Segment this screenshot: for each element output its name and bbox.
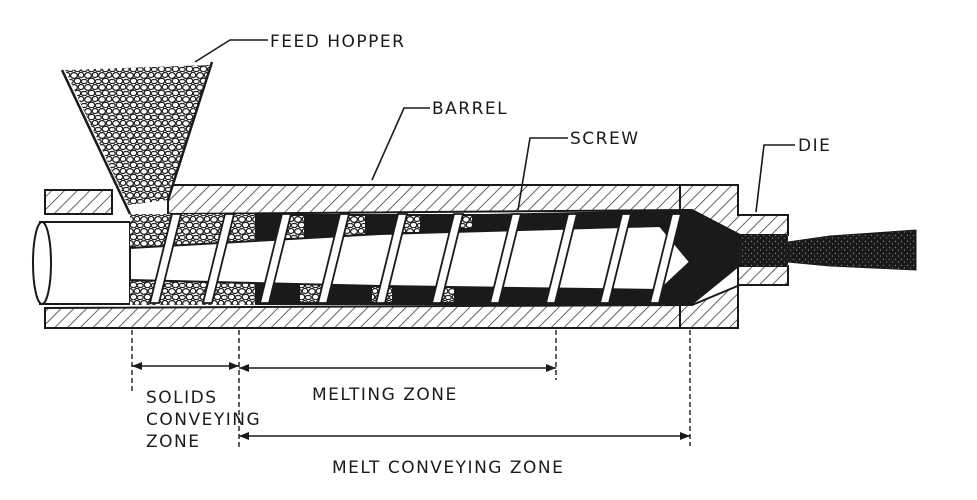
barrel — [44, 184, 789, 329]
feed-hopper — [60, 61, 214, 215]
screw-flight — [316, 213, 351, 304]
solids-zone-label-line3: ZONE — [146, 432, 201, 452]
leader-lines — [194, 39, 795, 213]
screw-flight — [544, 213, 579, 304]
die-label: DIE — [798, 136, 831, 156]
screw-label: SCREW — [570, 129, 640, 149]
screw-flight — [258, 213, 293, 304]
screw-flights — [148, 213, 683, 304]
screw-flight — [374, 213, 409, 304]
die-channel — [740, 235, 788, 266]
melting-zone-label: MELTING ZONE — [312, 385, 458, 405]
screw — [129, 213, 692, 304]
dimension-arrowheads — [132, 362, 690, 440]
solids-zone-label-line2: CONVEYING — [146, 410, 261, 430]
feed-hopper-label: FEED HOPPER — [270, 32, 405, 52]
drive-shaft — [32, 221, 131, 305]
screw-flight — [648, 213, 683, 304]
screw-flight — [148, 213, 183, 304]
zone-dimensions — [131, 330, 691, 450]
screw-flight — [430, 213, 465, 304]
screw-flight — [598, 213, 633, 304]
melt-conveying-zone-label: MELT CONVEYING ZONE — [332, 458, 564, 478]
screw-flight — [488, 213, 523, 304]
solids-zone-label-line1: SOLIDS — [146, 388, 218, 408]
barrel-label: BARREL — [432, 99, 508, 119]
screw-flight — [201, 213, 236, 304]
extrudate — [787, 229, 917, 271]
